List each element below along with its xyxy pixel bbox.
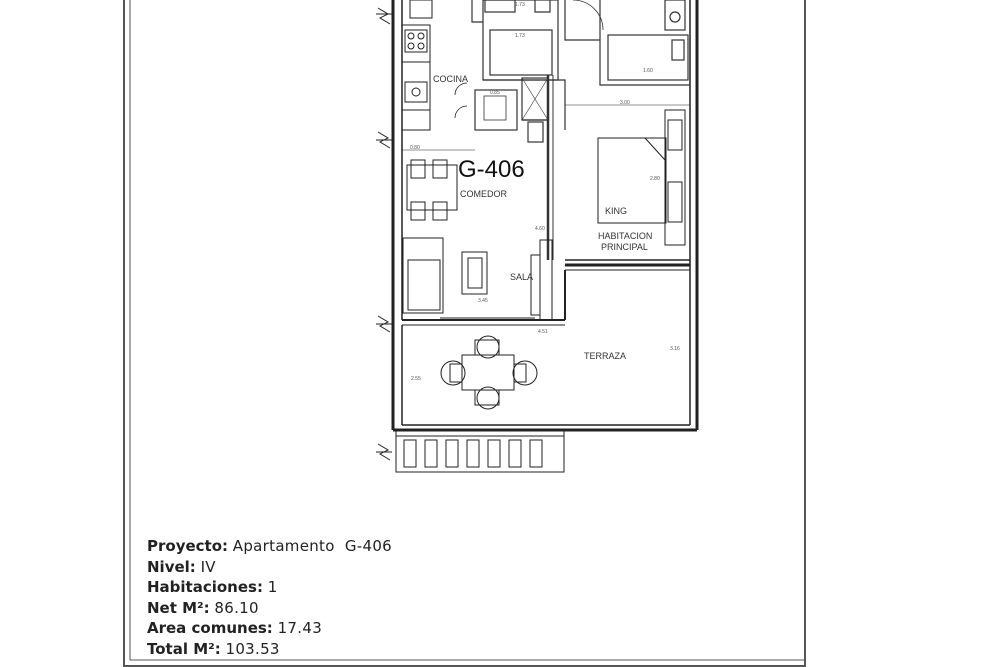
habitaciones-value: 1 <box>267 578 278 597</box>
info-row-habitaciones: Habitaciones: 1 <box>147 577 567 598</box>
nivel-value: IV <box>200 557 216 576</box>
dimension-label: 1.60 <box>643 68 653 74</box>
total-label: Total M²: <box>147 639 221 658</box>
sheet-frame <box>123 0 806 667</box>
balcony-railing <box>395 429 565 473</box>
dimension-label: 3.00 <box>620 100 630 106</box>
room-label-sala: SALA <box>510 272 533 282</box>
room-label-comedor: COMEDOR <box>460 189 508 199</box>
unit-number: G-406 <box>458 156 525 183</box>
dimension-label: 3.16 <box>670 346 680 352</box>
room-label-cocina: COCINA <box>433 74 468 84</box>
dining-table <box>406 159 458 221</box>
room-label-terraza: TERRAZA <box>584 351 626 361</box>
dimension-label: 0.80 <box>410 145 420 151</box>
info-row-total: Total M²: 103.53 <box>147 639 567 660</box>
kitchen-counter <box>401 0 475 151</box>
bedroom-furniture <box>565 104 690 261</box>
dimension-label: 4.51 <box>538 329 548 335</box>
area-label: Area comunes: <box>147 619 273 638</box>
room-label-principal: PRINCIPAL <box>601 242 648 252</box>
project-info: Proyecto: Apartamento G-406 Nivel: IV Ha… <box>147 536 567 660</box>
net-label: Net M²: <box>147 598 210 617</box>
proyecto-label: Proyecto: <box>147 537 229 555</box>
living-furniture <box>402 237 553 321</box>
total-value: 103.53 <box>225 639 280 658</box>
room-label-habitacion: HABITACION <box>598 231 652 241</box>
service-rooms <box>471 0 690 260</box>
dimension-label: 3.45 <box>478 298 488 304</box>
habitaciones-label: Habitaciones: <box>147 578 263 597</box>
outer-walls <box>391 0 699 432</box>
dimension-label: 1.73 <box>515 33 525 39</box>
room-label-king: KING <box>605 206 627 216</box>
dimension-label: 1.73 <box>515 2 525 8</box>
wall-break-markers <box>376 7 392 461</box>
info-row-net: Net M²: 86.10 <box>147 598 567 619</box>
dimension-label: 4.60 <box>535 226 545 232</box>
nivel-label: Nivel: <box>147 557 196 576</box>
area-value: 17.43 <box>277 619 323 638</box>
net-value: 86.10 <box>214 598 259 617</box>
proyecto-value: Apartamento G-406 <box>232 537 393 555</box>
info-row-proyecto: Proyecto: Apartamento G-406 <box>147 536 567 557</box>
dimension-label: 0.85 <box>490 90 500 96</box>
dimension-label: 2.80 <box>650 176 660 182</box>
info-row-nivel: Nivel: IV <box>147 557 567 578</box>
info-row-area: Area comunes: 17.43 <box>147 618 567 639</box>
terrace-table <box>440 335 538 410</box>
dimension-label: 2.55 <box>411 376 421 382</box>
